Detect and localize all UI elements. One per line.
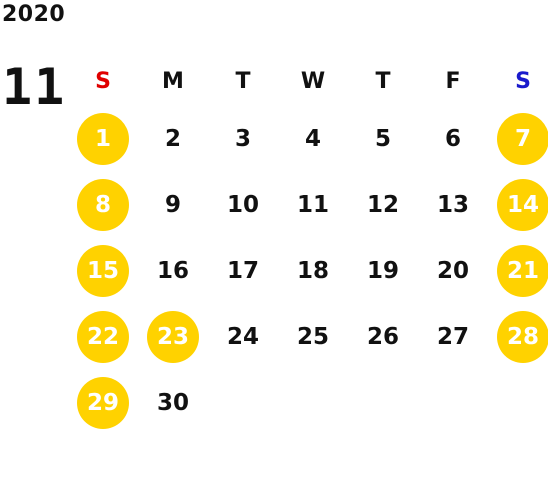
calendar-month: 11	[2, 58, 67, 116]
day-number: 13	[436, 192, 469, 218]
day-number: 8	[77, 179, 129, 231]
day-number: 10	[226, 192, 259, 218]
weekday-header-row: S M T W T F S	[68, 56, 548, 106]
day-number: 12	[366, 192, 399, 218]
day-number: 29	[77, 377, 129, 429]
calendar-year: 2020	[2, 2, 66, 27]
day-number: 16	[156, 258, 189, 284]
day-number: 17	[226, 258, 259, 284]
day-number: 1	[77, 113, 129, 165]
weekday-label-mon: M	[162, 68, 184, 94]
calendar-day-highlighted: 15	[68, 245, 138, 297]
calendar-day-highlighted: 29	[68, 377, 138, 429]
day-number: 7	[497, 113, 548, 165]
calendar-day: 18	[278, 258, 348, 284]
day-number: 28	[497, 311, 548, 363]
calendar-day: 5	[348, 126, 418, 152]
day-number: 4	[304, 126, 321, 152]
day-number: 25	[296, 324, 329, 350]
day-number: 30	[156, 390, 189, 416]
calendar-day: 24	[208, 324, 278, 350]
calendar-day: 30	[138, 390, 208, 416]
day-number: 5	[374, 126, 391, 152]
calendar-day: 17	[208, 258, 278, 284]
weekday-label-sat: S	[515, 68, 531, 94]
day-number: 9	[164, 192, 181, 218]
calendar-day: 12	[348, 192, 418, 218]
calendar-day-highlighted: 21	[488, 245, 548, 297]
calendar-day-highlighted: 22	[68, 311, 138, 363]
day-number: 24	[226, 324, 259, 350]
calendar-day-highlighted: 14	[488, 179, 548, 231]
day-number: 15	[77, 245, 129, 297]
day-number: 14	[497, 179, 548, 231]
calendar-day: 25	[278, 324, 348, 350]
calendar-week-row: 22 23 24 25 26 27 28	[68, 304, 548, 370]
calendar-day-highlighted: 23	[138, 311, 208, 363]
calendar-day: 3	[208, 126, 278, 152]
calendar-day-highlighted: 28	[488, 311, 548, 363]
day-number: 23	[147, 311, 199, 363]
day-number: 11	[296, 192, 329, 218]
day-number: 19	[366, 258, 399, 284]
calendar-day: 11	[278, 192, 348, 218]
calendar-day: 2	[138, 126, 208, 152]
calendar-day: 4	[278, 126, 348, 152]
day-number: 18	[296, 258, 329, 284]
calendar-day: 10	[208, 192, 278, 218]
calendar-week-row: 15 16 17 18 19 20 21	[68, 238, 548, 304]
weekday-label-sun: S	[95, 68, 111, 94]
day-number: 21	[497, 245, 548, 297]
calendar-day: 16	[138, 258, 208, 284]
day-number: 22	[77, 311, 129, 363]
calendar-week-row: 1 2 3 4 5 6 7	[68, 106, 548, 172]
weekday-label-fri: F	[445, 68, 461, 94]
calendar-week-row: 29 30	[68, 370, 548, 436]
weekday-label-thu: T	[375, 68, 391, 94]
weekday-label-tue: T	[235, 68, 251, 94]
calendar-day-highlighted: 8	[68, 179, 138, 231]
calendar-day: 20	[418, 258, 488, 284]
calendar-day: 27	[418, 324, 488, 350]
calendar-day: 9	[138, 192, 208, 218]
day-number: 6	[444, 126, 461, 152]
calendar-day-highlighted: 1	[68, 113, 138, 165]
calendar-day: 19	[348, 258, 418, 284]
day-number: 2	[164, 126, 181, 152]
calendar-day: 13	[418, 192, 488, 218]
calendar-day-highlighted: 7	[488, 113, 548, 165]
day-number: 3	[234, 126, 251, 152]
calendar-day: 6	[418, 126, 488, 152]
calendar-week-row: 8 9 10 11 12 13 14	[68, 172, 548, 238]
day-number: 20	[436, 258, 469, 284]
day-number: 27	[436, 324, 469, 350]
weekday-label-wed: W	[300, 68, 326, 94]
day-number: 26	[366, 324, 399, 350]
calendar-day: 26	[348, 324, 418, 350]
